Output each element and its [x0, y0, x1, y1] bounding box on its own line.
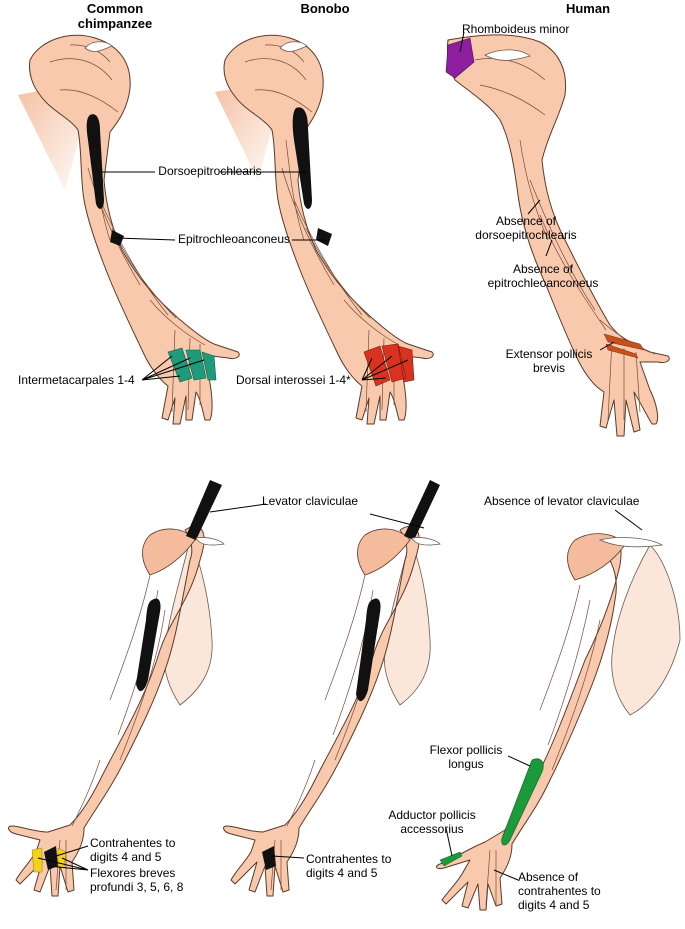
human-arm-outline [447, 34, 670, 437]
human-flexor-pollicis-longus-muscle [501, 758, 544, 846]
chimp-posterior-arm [18, 34, 240, 425]
bonobo-epitrochleoanconeus-muscle [316, 228, 332, 246]
label-contrahentes-chimp: Contrahentes to digits 4 and 5 [90, 836, 176, 864]
label-epitrochleoanconeus: Epitrochleoanconeus [177, 232, 291, 246]
label-absence-levator-claviculae: Absence of levator claviculae [484, 494, 640, 508]
chimp-dorsoepitrochlearis-muscle [86, 114, 104, 209]
bonobo-acromion [279, 41, 308, 52]
leader-levator-chimp [209, 503, 267, 513]
label-rhomboideus-minor: Rhomboideus minor [462, 22, 570, 36]
chimp-levator-claviculae-muscle [186, 480, 222, 540]
leader-contrahentes-chimp [55, 845, 89, 857]
human-arm-outline-bottom [436, 534, 622, 911]
bonobo-arm-outline-bottom [223, 525, 420, 897]
label-dorsoepitrochlearis: Dorsoepitrochlearis [158, 164, 262, 178]
leader-contrahentes-bonobo [271, 855, 305, 859]
column-heading-human: Human [565, 1, 611, 16]
leader-flexor-pollicis [507, 755, 531, 767]
chimp-arm-outline [29, 34, 240, 425]
label-flexores-breves-profundi: Flexores breves profundi 3, 5, 6, 8 [90, 866, 184, 894]
label-absence-epitrochleoanconeus: Absence of epitrochleoanconeus [487, 262, 599, 290]
bonobo-dorsoepitrochlearis-muscle [292, 107, 312, 209]
bonobo-posterior-arm [215, 34, 434, 425]
label-flexor-pollicis-longus: Flexor pollicis longus [429, 743, 503, 771]
chimp-acromion [84, 41, 113, 52]
leader-rhomboideus [459, 31, 465, 53]
label-absence-dorsoepitrochlearis: Absence of dorsoepitrochlearis [475, 214, 577, 242]
bonobo-arm-outline [223, 34, 434, 425]
bonobo-deltoid [357, 528, 411, 576]
chimp-anterior-arm [8, 480, 225, 897]
human-muscle-lines [474, 58, 656, 421]
column-heading-chimp-line1: Common chimpanzee [77, 1, 153, 31]
label-adductor-pollicis-accessorius: Adductor pollicis accessorius [388, 808, 476, 836]
bonobo-scapula [383, 538, 431, 706]
leader-intermetacarpales [141, 355, 205, 381]
leader-lines [37, 31, 643, 881]
bonobo-anterior-arm [223, 480, 441, 897]
leader-absence-dorso [527, 199, 541, 215]
leader-adductor [445, 827, 453, 857]
bonobo-clavicle [411, 537, 441, 546]
leader-levator-bonobo [369, 513, 425, 529]
leader-absence-epi [545, 239, 553, 257]
label-extensor-pollicis-brevis: Extensor pollicis brevis [505, 347, 593, 375]
leader-absence-contrahentes [493, 869, 519, 881]
chimp-contrahentes-muscle [44, 846, 58, 870]
human-extensor-pollicis-brevis-muscle [603, 333, 645, 359]
human-acromion [484, 49, 531, 61]
human-rhomboideus-minor-muscle [445, 37, 475, 79]
chimp-scapula [163, 538, 213, 706]
human-scapula [611, 544, 681, 716]
leader-dorsal-interossei [361, 355, 409, 381]
leader-extensor [599, 341, 615, 351]
human-adductor-pollicis-accessorius-muscle [439, 851, 463, 867]
human-clavicle [598, 537, 664, 548]
bonobo-contrahentes-muscle [262, 846, 276, 870]
label-absence-contrahentes: Absence of contrahentes to digits 4 and … [518, 870, 601, 912]
column-heading-chimp: Common chimpanzee [60, 1, 170, 31]
chimp-arm-outline-bottom [8, 525, 205, 897]
human-posterior-arm [445, 34, 670, 437]
label-levator-claviculae: Levator claviculae [262, 494, 359, 508]
bonobo-anterior-black-muscle [356, 598, 381, 702]
chimp-epitrochleoanconeus-muscle [110, 230, 124, 246]
bonobo-levator-claviculae-muscle [404, 480, 440, 540]
label-dorsal-interossei: Dorsal interossei 1-4* [236, 373, 351, 387]
bonobo-dorsal-interossei-muscle [363, 343, 415, 387]
leader-absence-levator [614, 509, 643, 531]
column-heading-bonobo: Bonobo [300, 1, 350, 16]
leader-flexores-breves [37, 857, 89, 871]
chimp-deltoid [142, 528, 196, 576]
human-deltoid [567, 533, 626, 581]
label-contrahentes-bonobo: Contrahentes to digits 4 and 5 [306, 852, 392, 880]
human-anterior-arm [436, 533, 681, 911]
label-intermetacarpales: Intermetacarpales 1-4 [18, 373, 135, 387]
chimp-intermetacarpales-muscle [167, 347, 217, 383]
chimp-clavicle [195, 537, 225, 546]
leader-epi-chimp [117, 237, 176, 241]
chimp-anterior-black-muscle [136, 598, 161, 692]
